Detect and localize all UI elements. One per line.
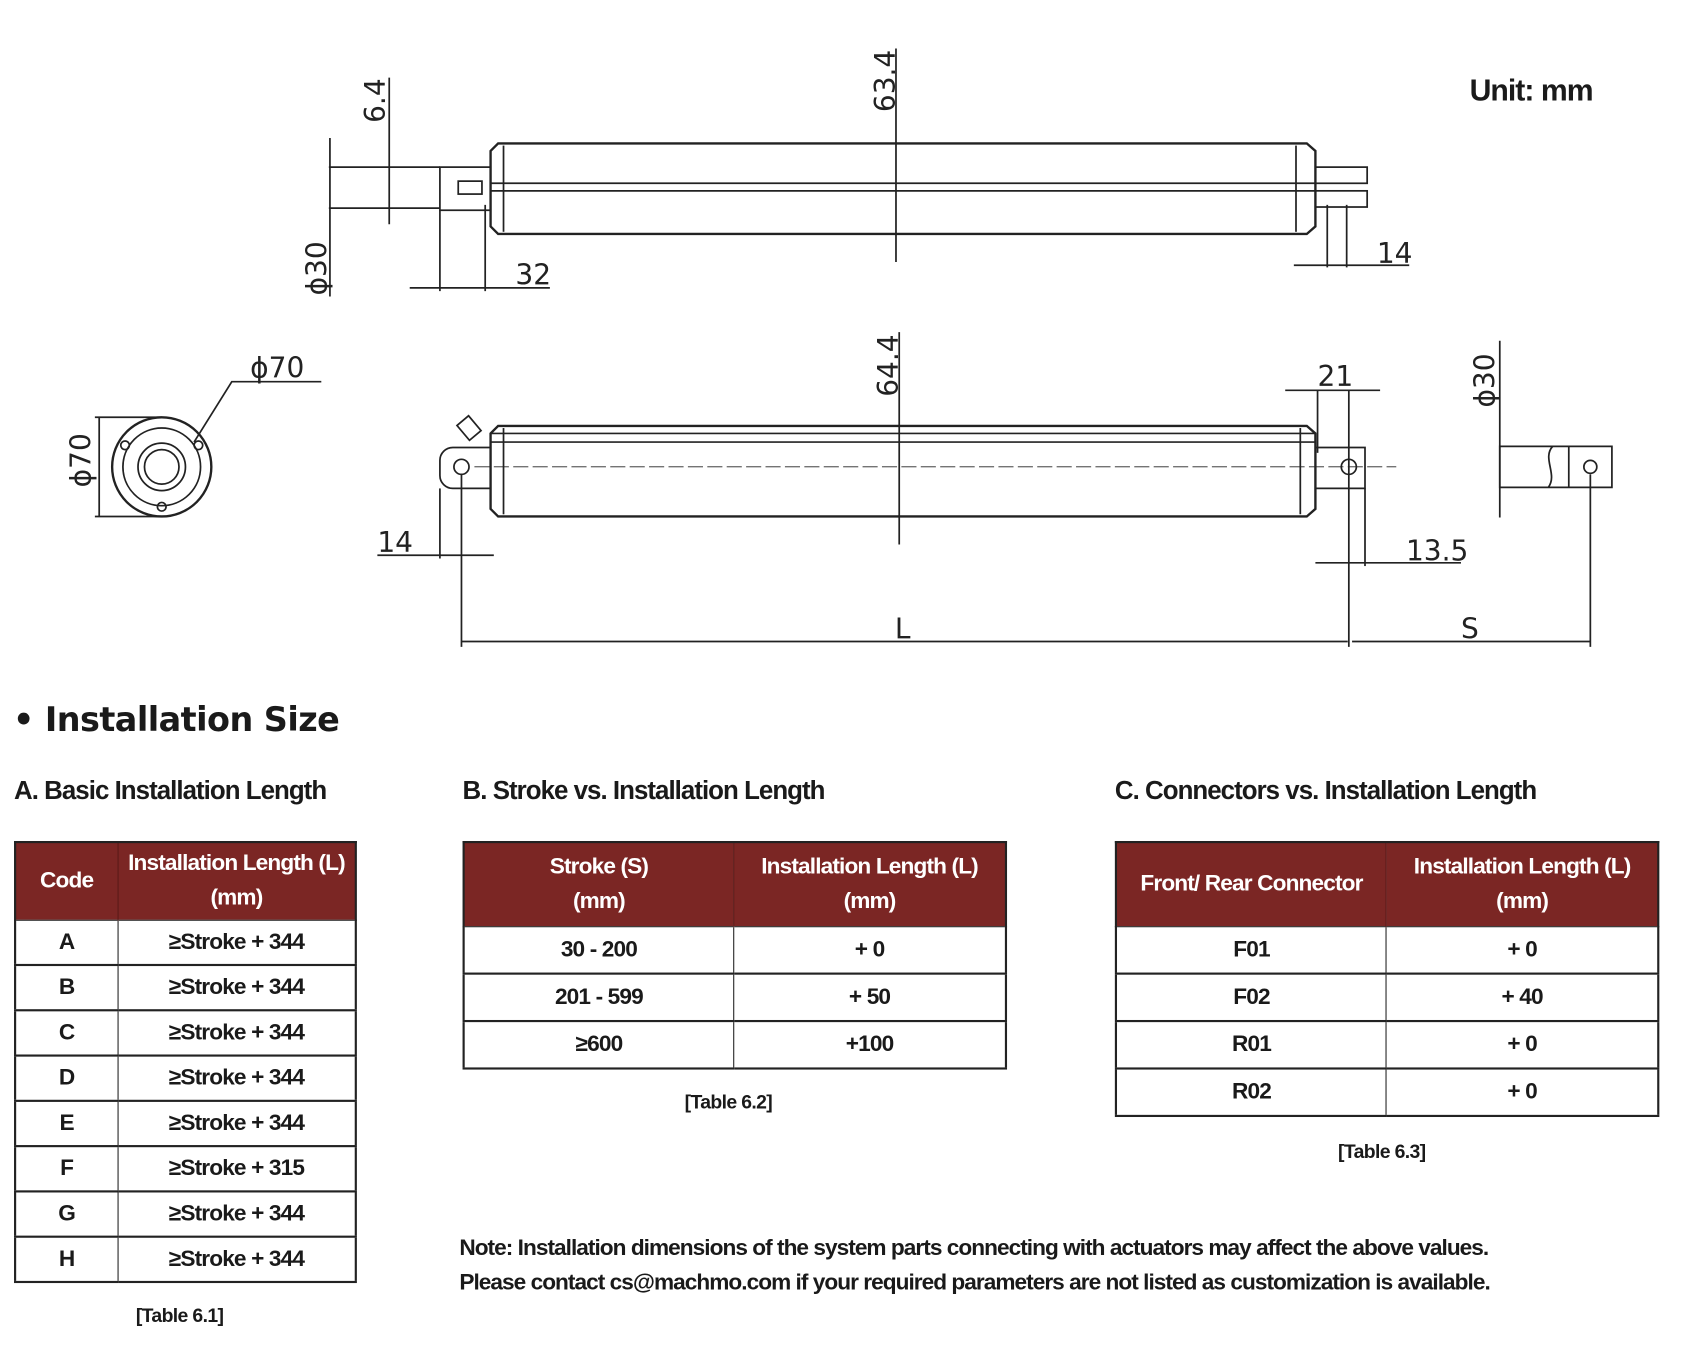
table-cell: +100 <box>733 1020 1007 1070</box>
table-row: 30 - 200+ 0 <box>463 925 1007 975</box>
actuator-side-view: 64.4 21 13.5 14 L S <box>377 332 1592 647</box>
table-cell: R01 <box>1115 1020 1388 1070</box>
actuator-end-view: ϕ70 ϕ70 <box>65 351 322 518</box>
table-cell: ≥Stroke + 315 <box>117 1145 357 1193</box>
table-cell: 201 - 599 <box>463 973 735 1023</box>
table-row: H≥Stroke + 344 <box>14 1236 357 1284</box>
column-header: Installation Length (L) (mm) <box>1386 842 1659 927</box>
table-a-heading: A. Basic Installation Length <box>14 776 327 806</box>
table-stroke-vs-length: Stroke (S) (mm)Installation Length (L) (… <box>462 840 1008 1070</box>
table-cell: B <box>14 964 119 1012</box>
table-cell: G <box>14 1190 119 1238</box>
table-row: F≥Stroke + 315 <box>14 1145 357 1193</box>
actuator-top-view: 63.4 6.4 ϕ30 32 14 <box>301 48 1413 297</box>
table-cell: C <box>14 1009 119 1057</box>
table-row: A≥Stroke + 344 <box>14 919 357 967</box>
column-header: Front/ Rear Connector <box>1115 842 1388 927</box>
table-cell: + 0 <box>1385 925 1659 975</box>
dim-64-4: 64.4 <box>872 334 905 396</box>
table-cell: ≥600 <box>463 1020 735 1070</box>
dim-dia-70-b: ϕ70 <box>65 433 98 487</box>
table-row: ≥600+100 <box>463 1020 1007 1070</box>
table-row: R01+ 0 <box>1115 1020 1659 1070</box>
table-b-heading: B. Stroke vs. Installation Length <box>462 776 826 806</box>
column-header: Installation Length (L) (mm) <box>733 842 1007 927</box>
table-cell: D <box>14 1055 119 1102</box>
table-cell: F01 <box>1115 925 1388 975</box>
dim-dia-30: ϕ30 <box>301 241 334 295</box>
table-cell: F02 <box>1115 973 1388 1023</box>
column-header: Installation Length (L) (mm) <box>117 842 357 920</box>
table-cell: R02 <box>1115 1067 1388 1118</box>
table-cell: + 0 <box>1385 1020 1659 1070</box>
column-header: Stroke (S) (mm) <box>463 842 735 927</box>
section-title: • Installation Size <box>12 700 340 740</box>
table-cell: H <box>14 1236 119 1284</box>
table-cell: ≥Stroke + 344 <box>117 1236 357 1284</box>
table-cell: ≥Stroke + 344 <box>117 964 357 1012</box>
dim-14-top: 14 <box>1377 237 1413 270</box>
technical-drawing: 63.4 6.4 ϕ30 32 14 ϕ70 ϕ70 64.4 21 13.5 … <box>65 48 1613 647</box>
dim-21: 21 <box>1318 360 1354 393</box>
table-header-row: Stroke (S) (mm)Installation Length (L) (… <box>463 842 1007 927</box>
table-row: F01+ 0 <box>1115 925 1659 975</box>
dim-dia-70-a: ϕ70 <box>250 351 304 384</box>
dim-32: 32 <box>515 259 551 292</box>
table-cell: + 0 <box>733 925 1007 975</box>
table-cell: ≥Stroke + 344 <box>117 919 357 967</box>
column-header: Code <box>15 842 119 920</box>
table-row: B≥Stroke + 344 <box>14 964 357 1012</box>
table-cell: ≥Stroke + 344 <box>117 1009 357 1057</box>
table-row: F02+ 40 <box>1115 973 1659 1023</box>
table-cell: E <box>14 1100 119 1148</box>
table-row: D≥Stroke + 344 <box>14 1055 357 1102</box>
table-cell: + 50 <box>733 973 1007 1023</box>
unit-label: Unit: mm <box>1469 73 1594 107</box>
dim-dia-30-rod: ϕ30 <box>1468 353 1501 407</box>
rod-end-detail: ϕ30 <box>1468 340 1613 518</box>
table-cell: 30 - 200 <box>463 925 735 975</box>
table-cell: A <box>14 919 119 967</box>
table-row: 201 - 599+ 50 <box>463 973 1007 1023</box>
dim-14-bottom: 14 <box>377 526 413 559</box>
note: Note: Installation dimensions of the sys… <box>459 1231 1490 1300</box>
dim-6-4: 6.4 <box>359 78 392 123</box>
dim-13-5: 13.5 <box>1406 535 1468 568</box>
dim-L: L <box>895 612 911 645</box>
table-row: E≥Stroke + 344 <box>14 1100 357 1148</box>
table-row: C≥Stroke + 344 <box>14 1009 357 1057</box>
table-cell: ≥Stroke + 344 <box>117 1190 357 1238</box>
table-a-caption: [Table 6.1] <box>135 1304 224 1327</box>
table-row: R02+ 0 <box>1115 1067 1659 1118</box>
table-cell: ≥Stroke + 344 <box>117 1055 357 1102</box>
dim-63-4: 63.4 <box>869 50 902 112</box>
dim-S: S <box>1461 612 1479 645</box>
note-line-1: Note: Installation dimensions of the sys… <box>459 1235 1489 1261</box>
table-row: G≥Stroke + 344 <box>14 1190 357 1238</box>
table-c-heading: C. Connectors vs. Installation Length <box>1114 776 1537 806</box>
table-cell: + 40 <box>1385 973 1659 1023</box>
note-line-2: Please contact cs@machmo.com if your req… <box>459 1270 1490 1295</box>
table-cell: + 0 <box>1385 1067 1659 1118</box>
table-c-caption: [Table 6.3] <box>1338 1140 1426 1163</box>
table-cell: F <box>14 1145 119 1193</box>
table-b-caption: [Table 6.2] <box>684 1091 773 1113</box>
table-cell: ≥Stroke + 344 <box>117 1100 357 1148</box>
